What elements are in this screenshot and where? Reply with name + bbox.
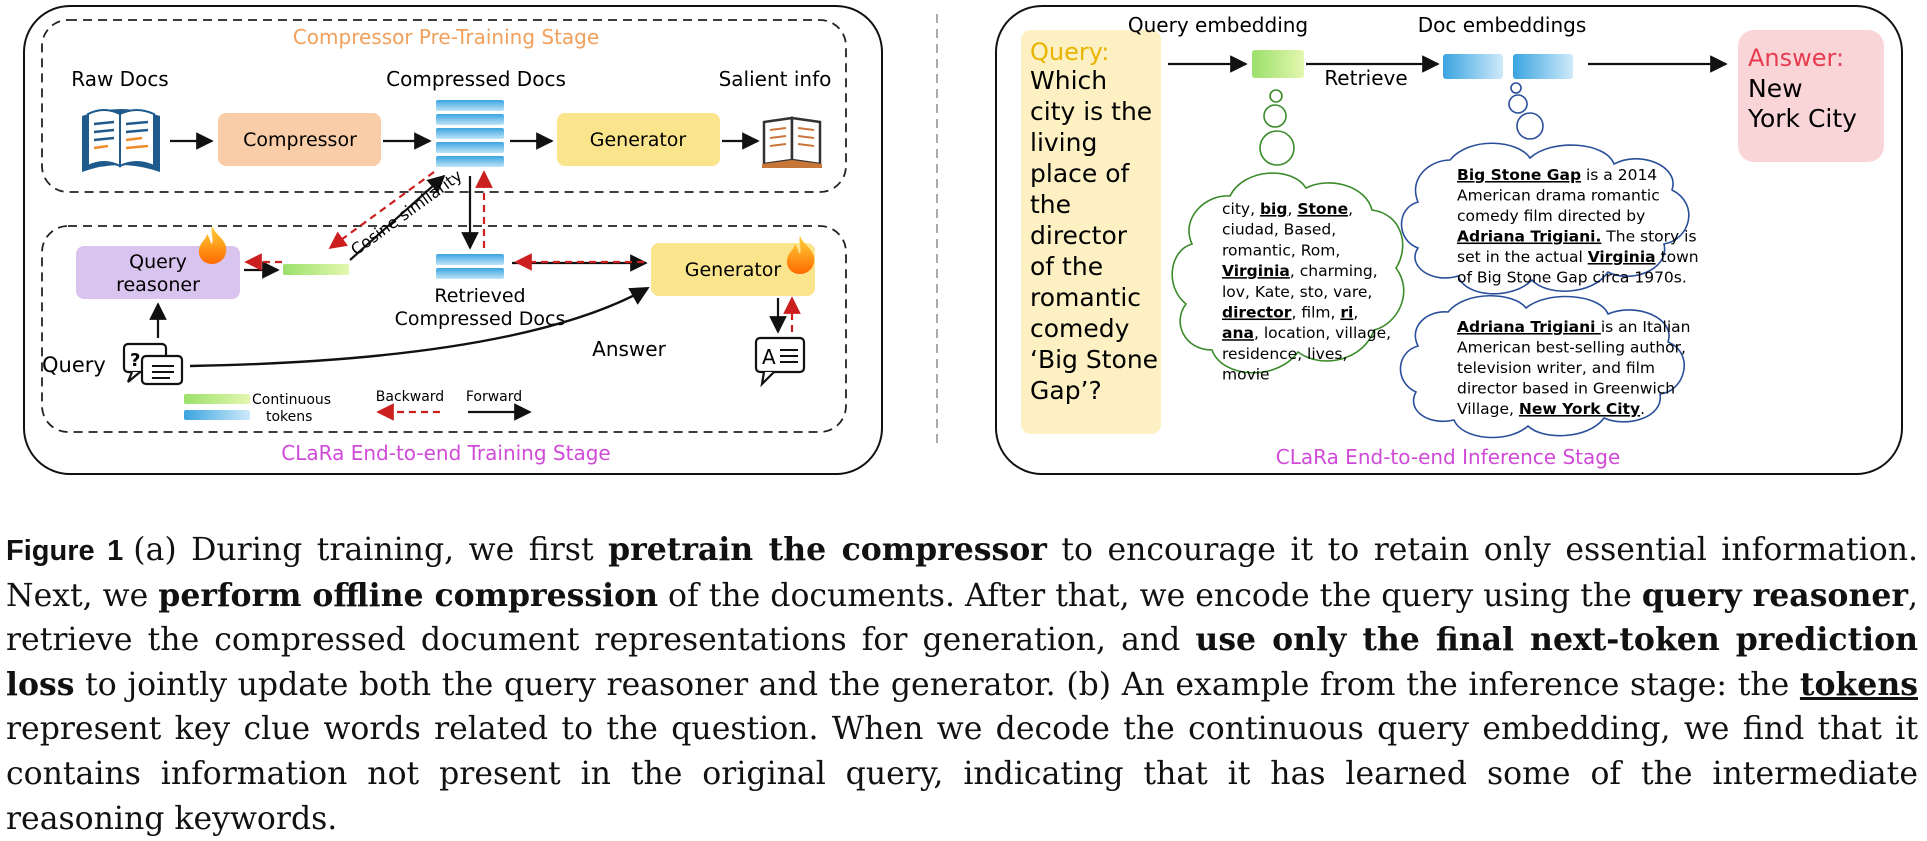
query-text-line: romantic <box>1030 283 1141 312</box>
query-text-line: place of <box>1030 159 1131 188</box>
query-text-line: living <box>1030 128 1097 157</box>
compressor-box <box>218 113 381 166</box>
doc-embedding-block-1 <box>1443 54 1503 79</box>
doc1-cloud <box>1400 142 1690 295</box>
token-line: ciudad, Based, <box>1222 221 1336 239</box>
doc2-line: Adriana Trigiani is an Italian <box>1457 318 1690 336</box>
query-panel <box>1021 30 1161 434</box>
generator-top-box <box>557 113 720 166</box>
pretrain-stage-title: Compressor Pre-Training Stage <box>293 25 599 49</box>
doc1-line: of Big Stone Gap circa 1970s. <box>1457 269 1687 287</box>
answer-panel <box>1738 30 1884 162</box>
compressor-label: Compressor <box>243 129 357 151</box>
query-text-line: Which <box>1030 66 1107 95</box>
query-text-line: ‘Big Stone <box>1030 345 1158 374</box>
doc1-line: comedy film directed by <box>1457 207 1645 225</box>
query-reasoner-box <box>76 246 240 299</box>
legend-continuous-green <box>184 394 250 404</box>
figure-caption: Figure 1(a) During training, we first pr… <box>6 528 1918 841</box>
caption-text: (a) During training, we first pretrain t… <box>6 531 1918 837</box>
compressed-docs-stack <box>436 100 504 167</box>
compressed-docs-label: Compressed Docs <box>386 67 566 91</box>
doc2-line: television writer, and film <box>1457 359 1655 377</box>
query-text-line: city is the <box>1030 97 1152 126</box>
token-line: romantic, Rom, <box>1222 241 1340 259</box>
salient-book-icon <box>762 116 822 168</box>
token-line: director, film, ri, <box>1222 304 1358 322</box>
generator-bottom-label: Generator <box>685 259 782 281</box>
query-text-line: of the <box>1030 252 1103 281</box>
doc-embeddings-label: Doc embeddings <box>1418 13 1587 37</box>
doc1-line: American drama romantic <box>1457 187 1660 205</box>
retrieved-label-1: Retrieved <box>434 285 525 307</box>
token-line: city, big, Stone, <box>1222 200 1353 218</box>
raw-docs-label: Raw Docs <box>71 67 168 91</box>
token-line: movie <box>1222 366 1270 384</box>
panel-a-frame <box>23 5 883 475</box>
training-stage-box <box>41 225 847 433</box>
panel-b-frame <box>995 5 1903 475</box>
query-panel-label: Query: <box>1030 38 1109 66</box>
chat-bubbles-icon: ? <box>122 342 184 386</box>
figure-label: Figure 1 <box>6 535 124 567</box>
figure-diagram: Compressor Pre-Training Stage Raw Docs C… <box>23 5 1903 475</box>
retrieved-label-2: Compressed Docs <box>395 308 566 330</box>
fire-icon <box>786 236 815 274</box>
doc2-line: American best-selling author, <box>1457 339 1686 357</box>
query-text-line: director <box>1030 221 1128 250</box>
doc1-line: set in the actual Virginia town <box>1457 248 1699 266</box>
tokens-cloud-text: city, big, Stone, ciudad, Based, romantic,… <box>1222 200 1391 384</box>
svg-text:A: A <box>762 345 776 369</box>
query-embedding-bar <box>283 264 349 275</box>
open-book-icon <box>82 109 160 172</box>
retrieved-docs-stack <box>436 254 504 279</box>
query-text-line: comedy <box>1030 314 1130 343</box>
green-thought-bubbles <box>1259 89 1295 166</box>
pretrain-stage-box <box>41 19 847 193</box>
doc-embedding-block-2 <box>1513 54 1573 79</box>
query-embedding-label: Query embedding <box>1128 13 1308 37</box>
doc2-line: director based in Greenwich <box>1457 380 1675 398</box>
answer-bubble-icon: A <box>754 336 806 388</box>
answer-text-line: York City <box>1747 104 1857 133</box>
svg-text:?: ? <box>130 350 140 371</box>
query-label: Query <box>42 353 106 377</box>
retrieve-label: Retrieve <box>1324 66 1407 90</box>
answer-panel-label: Answer: <box>1748 44 1844 72</box>
legend-continuous-label-2: tokens <box>266 409 312 425</box>
inference-stage-title: CLaRa End-to-end Inference Stage <box>1276 445 1621 469</box>
query-text-line: the <box>1030 190 1071 219</box>
answer-label: Answer <box>592 337 666 361</box>
query-text-line: Gap’? <box>1030 376 1102 405</box>
generator-bottom-box <box>651 243 815 296</box>
cosine-similarity-label: Cosine similarity <box>347 166 465 259</box>
fire-icon <box>198 226 227 264</box>
tokens-cloud <box>1171 172 1405 374</box>
legend-backward-label: Backward <box>376 389 444 405</box>
token-line: ana, location, village, <box>1222 324 1391 342</box>
legend-forward-label: Forward <box>466 389 522 405</box>
blue-thought-bubbles <box>1508 82 1544 140</box>
doc2-cloud <box>1399 294 1685 439</box>
salient-info-label: Salient info <box>719 67 832 91</box>
legend-continuous-blue <box>184 410 250 420</box>
token-line: residence, lives, <box>1222 345 1347 363</box>
query-reasoner-label-1: Query <box>129 251 187 273</box>
training-stage-title: CLaRa End-to-end Training Stage <box>281 441 610 465</box>
answer-text-line: New <box>1748 74 1803 103</box>
token-line: lov, Kate, sto, vare, <box>1222 283 1372 301</box>
query-embedding-block <box>1252 50 1304 78</box>
doc1-line: Big Stone Gap is a 2014 <box>1457 166 1657 184</box>
doc1-line: Adriana Trigiani. The story is <box>1457 228 1697 246</box>
generator-top-label: Generator <box>590 129 687 151</box>
token-line: Virginia, charming, <box>1222 262 1378 280</box>
legend-continuous-label-1: Continuous <box>252 392 331 408</box>
doc2-line: Village, New York City. <box>1457 400 1645 418</box>
query-reasoner-label-2: reasoner <box>116 274 200 296</box>
